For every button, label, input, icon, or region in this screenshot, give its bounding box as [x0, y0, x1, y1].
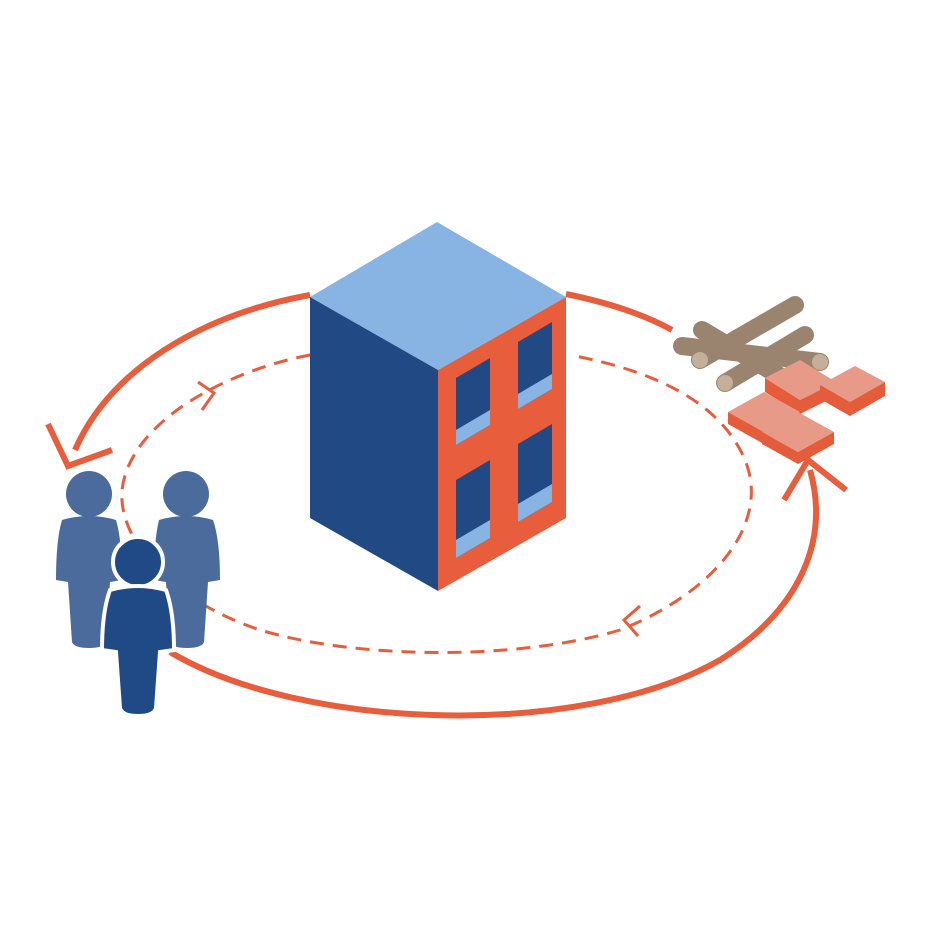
arrowhead-left-icon: [45, 422, 114, 470]
inner-dashed-cycle: [120, 353, 753, 654]
dashed-arrowhead-bottom-icon: [621, 604, 641, 637]
brick: [762, 412, 834, 464]
person-front-icon: [99, 535, 177, 719]
bricks-icon: [728, 360, 885, 464]
arrowhead-right-icon: [781, 455, 848, 502]
outer-arc-bottom: [168, 469, 819, 719]
dashed-arrowhead-top-icon: [197, 380, 217, 411]
building-windows: [456, 322, 552, 558]
outer-arc-top-right: [565, 291, 674, 333]
outer-arc-top-left: [72, 292, 311, 452]
outer-cycle-arrows: [72, 291, 819, 719]
brick: [820, 366, 885, 416]
building-icon: [310, 222, 566, 591]
people-group-icon: [56, 471, 220, 719]
